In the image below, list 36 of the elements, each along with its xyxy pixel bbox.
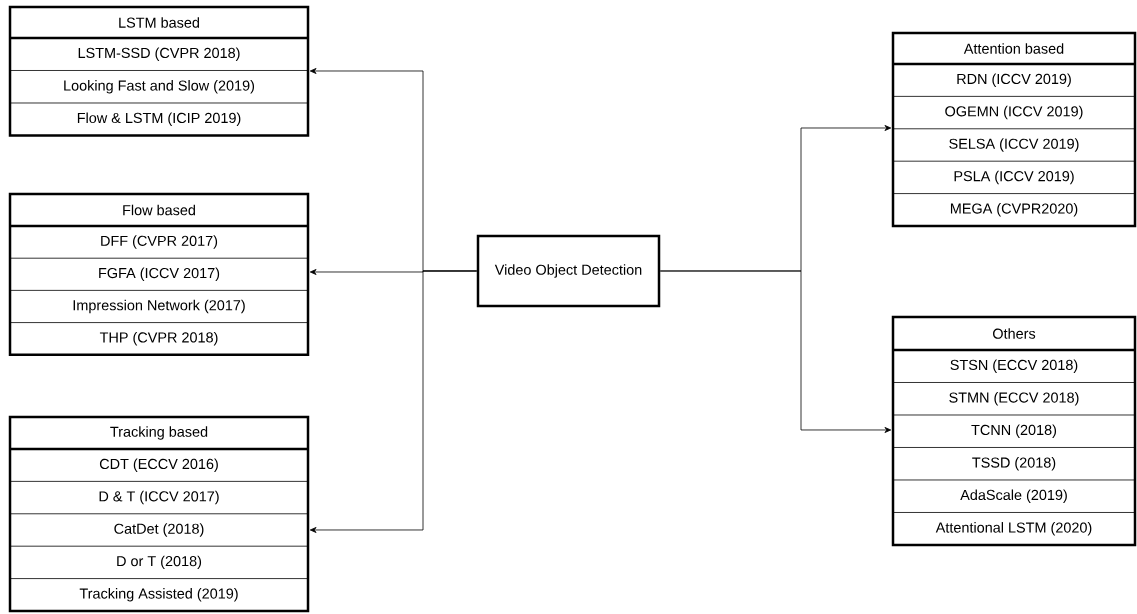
table-entry: SELSA (ICCV 2019) — [949, 138, 1079, 152]
table-entry: LSTM-SSD (CVPR 2018) — [78, 47, 240, 61]
table-entry: Looking Fast and Slow (2019) — [64, 80, 255, 94]
table-entry: STMN (ECCV 2018) — [949, 392, 1079, 406]
category-table — [8, 5, 310, 137]
table-heading: Others — [993, 328, 1036, 339]
table-heading: Attention based — [963, 43, 1064, 54]
table-entry: MEGA (CVPR2020) — [950, 203, 1078, 217]
table-heading: LSTM based — [119, 17, 199, 28]
table-entry: TSSD (2018) — [972, 457, 1056, 471]
table-heading: Flow based — [123, 204, 195, 216]
connector-arrow — [659, 270, 892, 433]
table-entry: RDN (ICCV 2019) — [957, 73, 1071, 87]
category-table — [8, 192, 310, 357]
category-table — [891, 315, 1137, 547]
table-entry: DFF (CVPR 2017) — [101, 235, 218, 249]
table-entry: FGFA (ICCV 2017) — [99, 267, 220, 282]
table-entry: STSN (ECCV 2018) — [950, 359, 1078, 373]
table-entry: TCNN (2018) — [971, 424, 1057, 438]
table-entry: D or T (2018) — [117, 555, 202, 570]
table-entry: Attentional LSTM (2020) — [935, 522, 1092, 536]
table-entry: CDT (ECCV 2016) — [99, 458, 218, 472]
table-entry: AdaScale (2019) — [960, 489, 1067, 503]
table-entry: CatDet (2018) — [114, 523, 204, 537]
root-box: Video Object Detection — [476, 234, 661, 308]
table-entry: D & T (ICCV 2017) — [99, 490, 219, 505]
category-table — [891, 31, 1137, 228]
table-entry: OGEMN (ICCV 2019) — [945, 105, 1083, 120]
table-entry: Tracking Assisted (2019) — [79, 588, 238, 602]
category-table — [8, 415, 310, 613]
table-entry: PSLA (ICCV 2019) — [954, 170, 1074, 185]
connector-arrow — [309, 270, 478, 533]
table-heading: Tracking based — [110, 426, 208, 440]
table-entry: Flow & LSTM (ICIP 2019) — [77, 112, 241, 126]
table-entry: THP (CVPR 2018) — [99, 331, 218, 346]
table-entry: Impression Network (2017) — [73, 299, 245, 314]
